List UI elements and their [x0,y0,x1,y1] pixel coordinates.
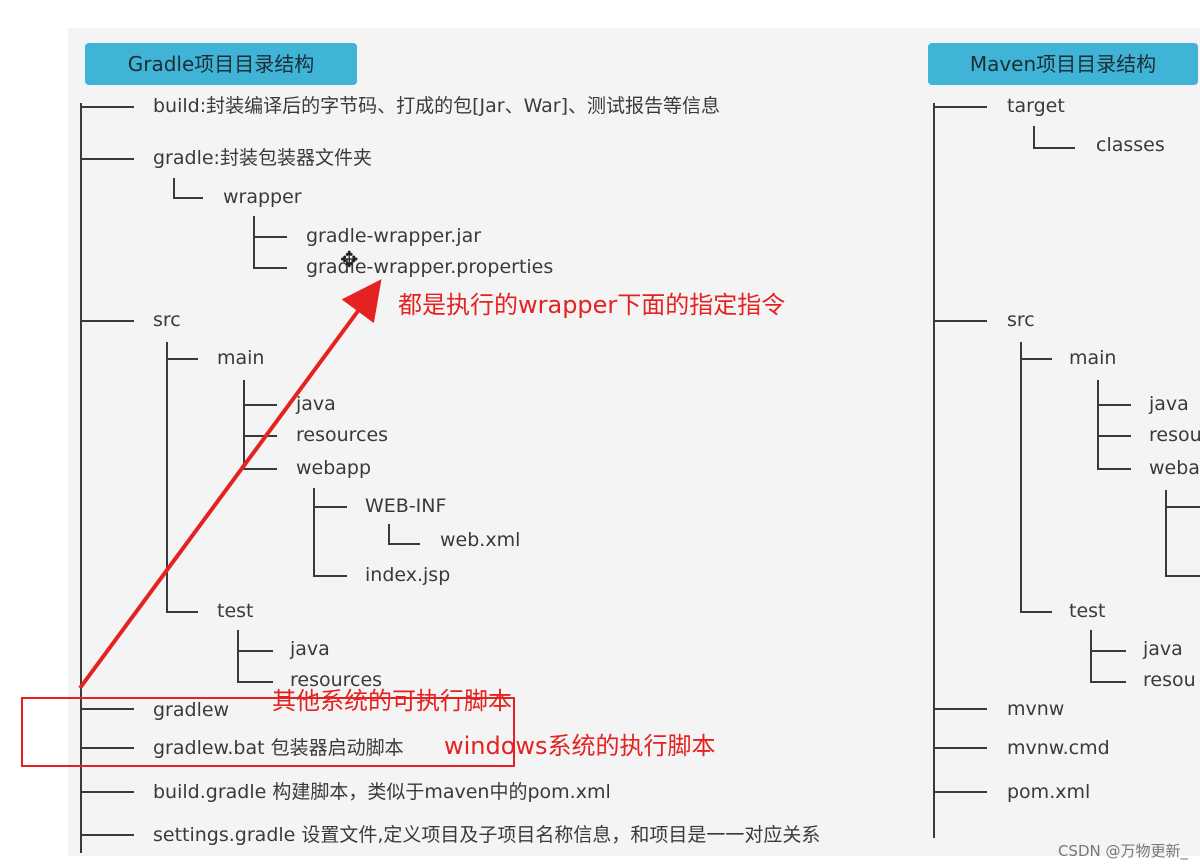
branch [243,380,245,470]
gradle-webinf: WEB-INF [365,495,447,517]
branch [253,216,255,269]
maven-target: target [1007,95,1065,117]
branch [1097,380,1099,470]
gradle-wrapper-properties: gradle-wrapper.properties [306,256,554,278]
branch [1165,575,1200,577]
watermark: CSDN @万物更新_ [1057,842,1188,860]
maven-pom: pom.xml [1007,781,1091,803]
maven-java: java [1149,393,1189,415]
maven-mvnw-cmd: mvnw.cmd [1007,737,1110,759]
gradle-gradle-dir: gradle:封装包装器文件夹 [153,147,372,169]
maven-mvnw: mvnw [1007,698,1065,720]
branch [933,320,987,322]
branch [237,650,273,652]
branch [1097,468,1131,470]
gradle-header: Gradle项目目录结构 [85,43,357,85]
branch [933,106,987,108]
branch [1033,147,1075,149]
gradle-resources: resources [296,424,389,446]
branch [1090,650,1126,652]
maven-resources: resou [1149,424,1200,446]
branch [313,506,347,508]
branch [1165,490,1167,576]
maven-test-java: java [1143,638,1183,660]
gradle-main: main [217,347,265,369]
annotation-wrapper-note: 都是执行的wrapper下面的指定指令 [398,291,786,319]
branch [80,320,134,322]
branch [388,524,390,544]
maven-header: Maven项目目录结构 [928,43,1198,85]
branch [237,681,273,683]
gradle-wrapper-jar: gradle-wrapper.jar [306,225,482,247]
branch [1090,630,1092,682]
move-cursor-icon: ✥ [340,248,359,273]
gradle-build: build:封装编译后的字节码、打成的包[Jar、War]、测试报告等信息 [153,95,721,117]
gradle-test-java: java [290,638,330,660]
branch [1165,506,1200,508]
branch [173,197,203,199]
gradle-test: test [217,600,254,622]
branch [80,791,134,793]
branch [253,236,287,238]
gradle-gradlew: gradlew [153,699,230,721]
red-arrow [78,279,382,690]
branch [166,342,168,612]
slide-background [68,28,1200,856]
branch [388,543,420,545]
branch [166,611,198,613]
branch [243,404,277,406]
branch [80,106,134,108]
branch [933,747,987,749]
branch [1097,435,1131,437]
branch [243,468,277,470]
branch [166,358,198,360]
maven-main: main [1069,347,1117,369]
branch [933,791,987,793]
maven-webapp: weba [1149,457,1200,479]
branch [173,178,175,198]
branch [1033,126,1035,148]
branch [237,630,239,682]
branch [1020,358,1052,360]
gradle-test-resources: resources [290,669,383,691]
branch [1020,342,1022,612]
branch [1090,681,1126,683]
maven-classes: classes [1096,134,1165,156]
branch [253,267,287,269]
branch [313,575,347,577]
annotation-windows: windows系统的执行脚本 [444,732,716,760]
gradle-trunk [80,103,82,853]
maven-test-resources: resou [1143,669,1196,691]
branch [1020,611,1052,613]
branch [80,834,134,836]
annotation-other-systems: 其他系统的可执行脚本 [272,687,512,715]
branch [313,488,315,576]
branch [1097,404,1131,406]
gradle-webapp: webapp [296,457,372,479]
branch [80,747,134,749]
gradle-build-gradle: build.gradle 构建脚本，类似于maven中的pom.xml [153,781,611,803]
gradle-wrapper: wrapper [223,186,302,208]
gradle-settings-gradle: settings.gradle 设置文件,定义项目及子项目名称信息，和项目是一一… [153,824,821,846]
gradle-src: src [153,309,181,331]
maven-trunk [933,103,935,838]
maven-test: test [1069,600,1106,622]
branch [80,158,134,160]
gradle-webxml: web.xml [440,529,521,551]
branch [243,435,277,437]
maven-src: src [1007,309,1035,331]
gradle-java: java [296,393,336,415]
gradle-gradlew-bat: gradlew.bat 包装器启动脚本 [153,737,404,759]
branch [933,708,987,710]
branch [80,708,134,710]
red-highlight-box [21,697,515,767]
gradle-indexjsp: index.jsp [365,564,451,586]
